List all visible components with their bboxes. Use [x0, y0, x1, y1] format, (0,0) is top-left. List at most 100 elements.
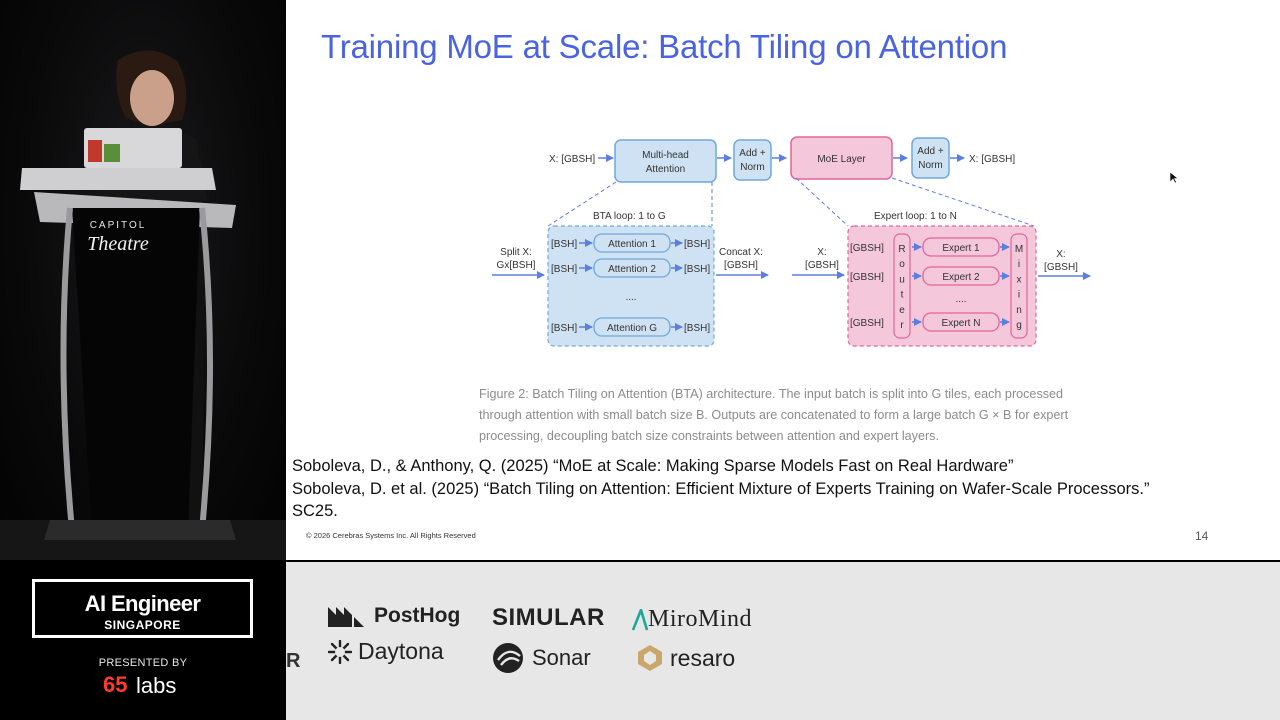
expert-rows: [GBSH]Expert 1[GBSH]Expert 2[GBSH]Expert…: [850, 237, 1010, 332]
slide-title: Training MoE at Scale: Batch Tiling on A…: [321, 28, 1008, 65]
add-norm-block-1: Add + Norm: [733, 139, 772, 181]
vertical-letter: i: [1018, 290, 1020, 301]
vertical-letter: e: [899, 305, 905, 316]
sponsor-name: SIMULAR: [492, 604, 605, 631]
add-norm-line1: Add +: [917, 146, 944, 157]
bsh-label: [BSH]: [551, 264, 577, 275]
attention-box: [593, 258, 671, 278]
vertical-letter: r: [900, 320, 904, 331]
zoom-line: [795, 177, 849, 227]
reference-item: Soboleva, D., & Anthony, Q. (2025) “MoE …: [292, 457, 1014, 475]
attention-label: Attention G: [607, 323, 657, 334]
sponsor-resaro: resaro: [636, 644, 735, 672]
figure-caption: Figure 2: Batch Tiling on Attention (BTA…: [479, 387, 1069, 443]
add-norm-box: [733, 139, 772, 181]
sponsor-strip: R PostHog Daytona SIMULAR Sonar: [286, 562, 1280, 720]
vertical-letter: n: [1016, 305, 1022, 316]
sponsor-name: Daytona: [358, 638, 444, 664]
router-box: [893, 233, 911, 339]
sponsor-sonar: Sonar: [492, 642, 591, 674]
bta-loop-container: [547, 225, 715, 347]
zoom-line: [891, 177, 1035, 227]
sponsor-simular: SIMULAR: [492, 604, 605, 632]
mouse-cursor-icon: [1170, 172, 1179, 184]
speaker-video-feed: CAPITOL Theatre: [0, 0, 286, 560]
vertical-letter: R: [898, 244, 905, 255]
input-label: X: [GBSH]: [549, 154, 595, 165]
expert-in-label-line1: X:: [817, 247, 826, 258]
bsh-label: [BSH]: [551, 239, 577, 250]
slide-page-number: 14: [1195, 529, 1209, 543]
add-norm-line2: Norm: [918, 160, 942, 171]
expert-loop-label: Expert loop: 1 to N: [874, 211, 957, 222]
expert-out-label-line2: [GBSH]: [1044, 262, 1078, 273]
sponsor-miromind: MiroMind: [632, 606, 752, 633]
sponsor-logo-cutoff: R: [286, 650, 301, 672]
vertical-letter: g: [1016, 320, 1022, 331]
bta-loop-label: BTA loop: 1 to G: [593, 211, 666, 222]
speaker-face: [130, 70, 174, 126]
add-norm-line2: Norm: [740, 162, 764, 173]
podium-logo-line2: Theatre: [87, 233, 149, 255]
add-norm-line1: Add +: [739, 148, 766, 159]
podium-frame: [60, 207, 75, 531]
moe-layer-block: MoE Layer: [790, 136, 893, 180]
moe-label: MoE Layer: [817, 154, 866, 165]
mha-box: [614, 139, 717, 183]
references: Soboleva, D., & Anthony, Q. (2025) “MoE …: [292, 455, 1152, 523]
attention-label: Attention 2: [608, 264, 656, 275]
event-location: SINGAPORE: [104, 618, 181, 632]
expert-label: Expert 1: [942, 243, 980, 254]
bsh-label: [BSH]: [684, 264, 710, 275]
attention-box: [593, 233, 671, 253]
concat-label-line2: [GBSH]: [724, 260, 758, 271]
expert-label: Expert N: [942, 318, 981, 329]
sponsor-name: PostHog: [374, 604, 461, 627]
expert-box: [922, 312, 1000, 332]
podium-logo-line1: CAPITOL: [90, 220, 147, 231]
podium-base: [44, 520, 236, 540]
bsh-label: [BSH]: [551, 323, 577, 334]
expert-in-label-line2: [GBSH]: [805, 260, 839, 271]
stage-scene: CAPITOL Theatre: [0, 50, 286, 560]
sponsor-posthog: PostHog: [328, 604, 460, 628]
bsh-label: [BSH]: [684, 323, 710, 334]
attention-rows: [BSH] Attention 1 [BSH] [BSH] Attention 2 [BS…: [551, 233, 710, 337]
posthog-logo-icon: [328, 607, 364, 627]
podium-frame: [199, 207, 213, 531]
concat-label-line1: Concat X:: [719, 247, 763, 258]
event-title: AI Engineer: [84, 591, 201, 616]
expert-out-label-line1: X:: [1056, 249, 1065, 260]
daytona-logo-icon: [328, 639, 352, 664]
event-branding: AI Engineer SINGAPORE PRESENTED BY 65 la…: [0, 560, 286, 720]
vertical-letter: M: [1015, 244, 1023, 255]
miromind-logo-icon: [632, 608, 648, 630]
presented-by-label: PRESENTED BY: [98, 657, 188, 669]
laptop-sticker: [104, 144, 120, 162]
gbsh-label: [GBSH]: [850, 318, 884, 329]
sponsor-name: MiroMind: [648, 606, 753, 632]
vertical-letter: t: [901, 290, 904, 301]
expert-ellipsis: ....: [955, 294, 966, 305]
attention-label: Attention 1: [608, 239, 656, 250]
sponsor-daytona: Daytona: [328, 638, 444, 665]
attention-ellipsis: ....: [625, 292, 636, 303]
presenter-logo-word: labs: [136, 673, 177, 698]
sponsor-name: resaro: [670, 644, 736, 671]
mixing-box: [1010, 233, 1028, 339]
sponsor-name: Sonar: [532, 645, 591, 670]
presentation-slide: Training MoE at Scale: Batch Tiling on A…: [286, 0, 1280, 560]
vertical-letter: i: [1018, 259, 1020, 270]
vertical-letter: o: [899, 259, 905, 270]
expert-box: [922, 237, 1000, 257]
vertical-letter: u: [899, 274, 905, 285]
sonar-logo-icon: [493, 643, 523, 673]
vertical-letter: x: [1017, 274, 1022, 285]
resaro-logo-icon: [638, 645, 662, 671]
podium-top: [20, 168, 216, 190]
mha-label-line1: Multi-head: [642, 150, 689, 161]
expert-box: [922, 266, 1000, 286]
event-logo: AI Engineer SINGAPORE: [32, 579, 253, 638]
